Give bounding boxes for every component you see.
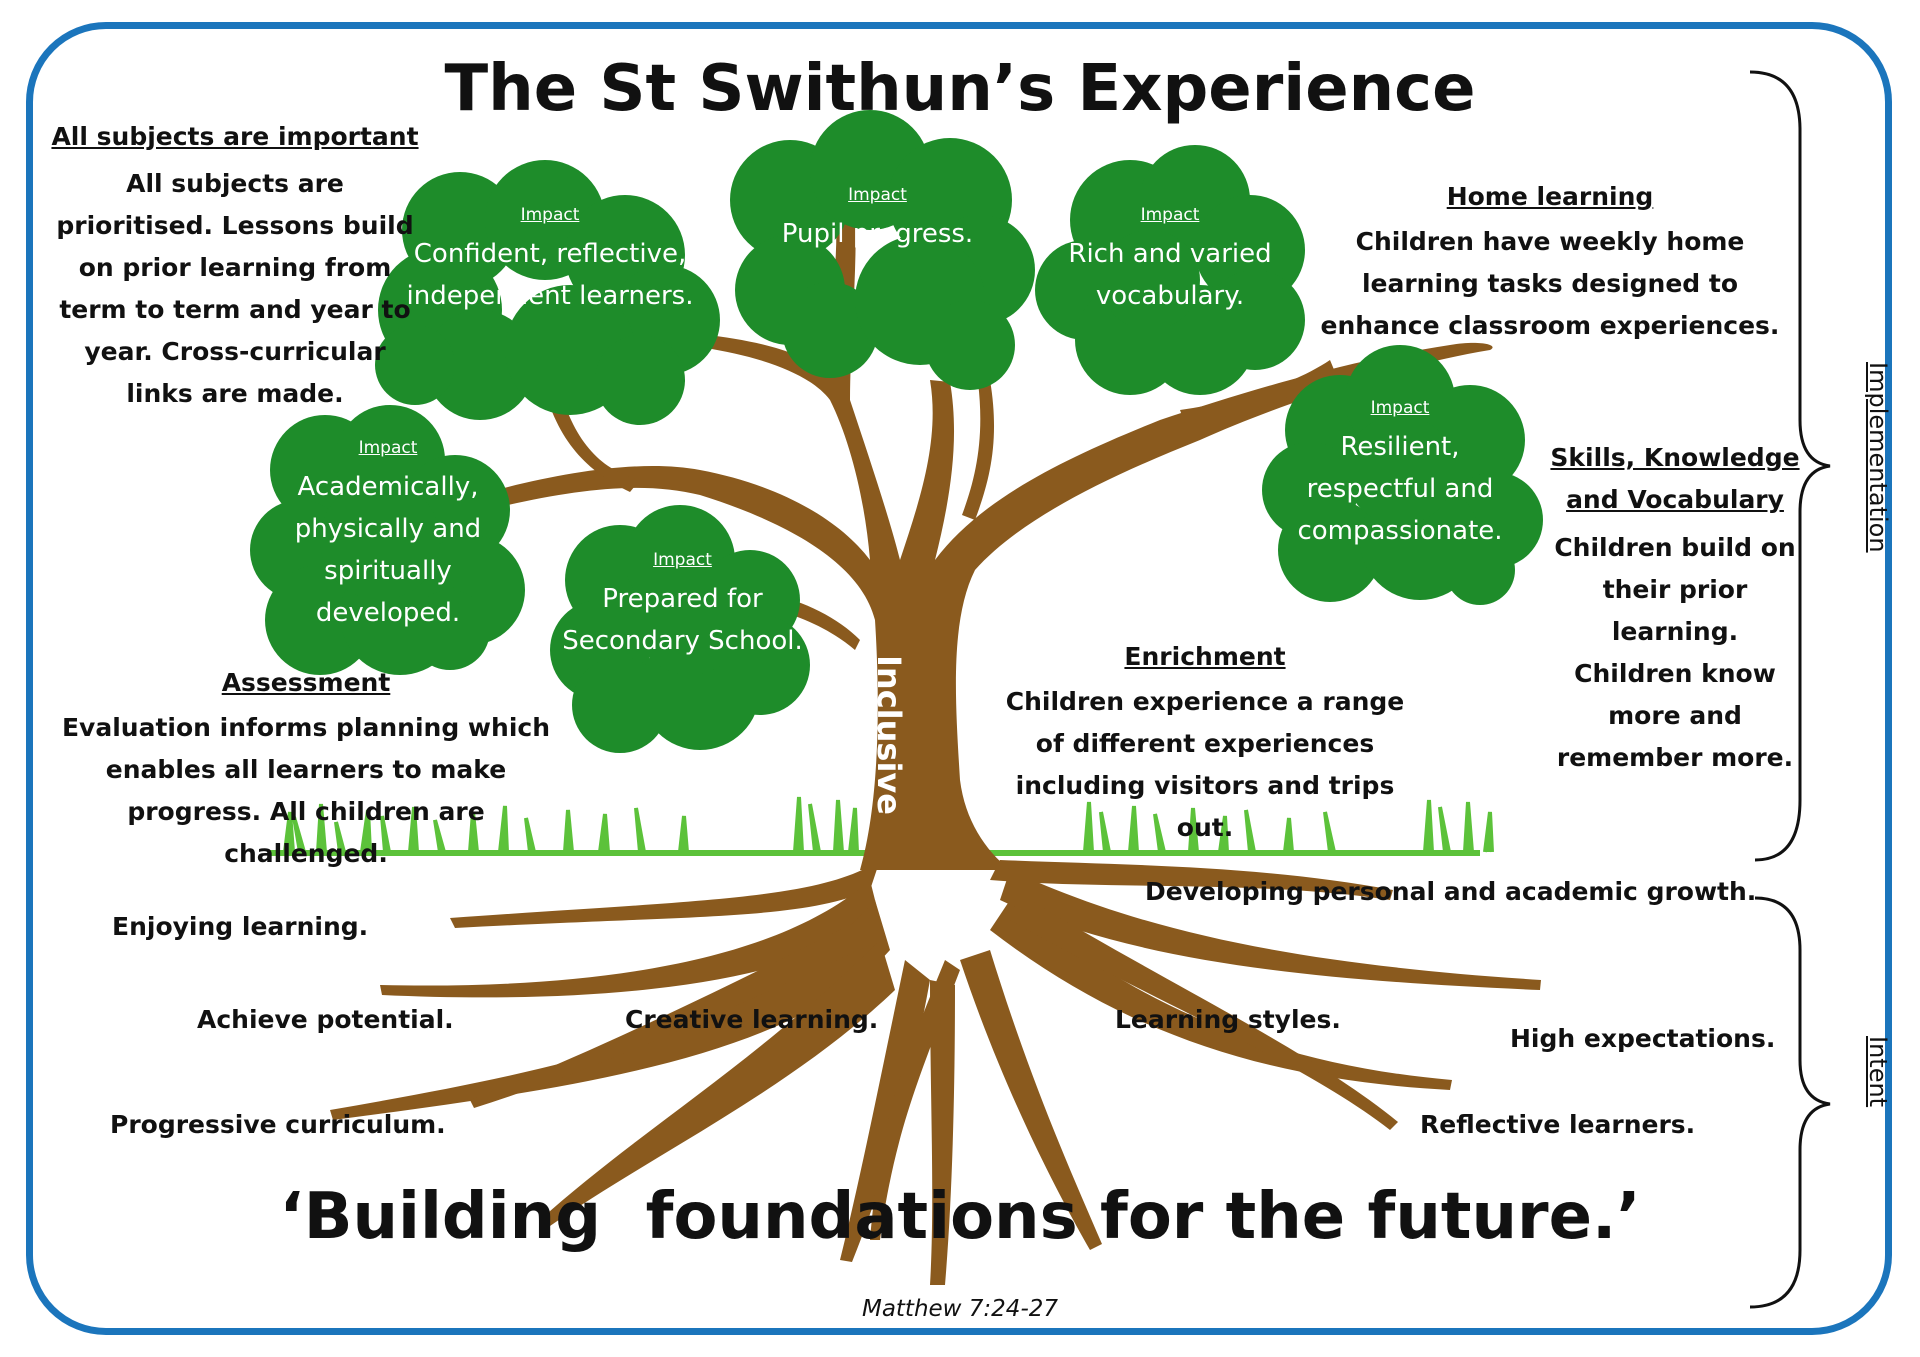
canopy-impact-label: Impact xyxy=(1370,398,1430,418)
canopy-blob-5 xyxy=(550,505,810,753)
canopy-confident: Impact Confident, reflective, independen… xyxy=(405,205,695,317)
brackets xyxy=(1749,70,1831,1309)
canopy-impact-label: Impact xyxy=(653,550,712,570)
section-heading: All subjects are important xyxy=(51,122,419,151)
canopy-text: Rich and varied vocabulary. xyxy=(1068,239,1272,311)
canopy-academically: Impact Academically, physically and spir… xyxy=(268,438,508,634)
page-frame xyxy=(26,22,1892,1335)
root-label-styles: Learning styles. xyxy=(1115,1005,1341,1034)
section-heading: Home learning xyxy=(1446,182,1654,211)
canopy-blob-6 xyxy=(1262,345,1543,605)
page-title: The St Swithun’s Experience xyxy=(444,52,1476,126)
section-body: Evaluation informs planning which enable… xyxy=(61,713,551,868)
canopy-blob-1 xyxy=(375,160,720,425)
section-heading: Assessment xyxy=(221,668,391,697)
root-label-potential: Achieve potential. xyxy=(197,1005,454,1034)
trunk-label: Inclusive xyxy=(870,655,908,815)
scripture-reference: Matthew 7:24-27 xyxy=(861,1296,1059,1322)
root-label-expectations: High expectations. xyxy=(1510,1024,1776,1053)
canopy-vocabulary: Impact Rich and varied vocabulary. xyxy=(1055,205,1285,317)
section-heading: Skills, Knowledge and Vocabulary xyxy=(1550,443,1800,514)
canopy-pupil-progress: Impact Pupil progress. xyxy=(755,185,1000,255)
canopy-text: Prepared for Secondary School. xyxy=(562,584,803,656)
section-body: Children experience a range of different… xyxy=(1005,687,1405,842)
canopy-text: Confident, reflective, independent learn… xyxy=(406,239,694,311)
canopy-text: Pupil progress. xyxy=(781,219,974,249)
root-label-reflective: Reflective learners. xyxy=(1420,1110,1696,1139)
root-label-creative: Creative learning. xyxy=(625,1005,879,1034)
canopy-blob-3 xyxy=(1035,145,1305,395)
section-skills: Skills, Knowledge and Vocabulary Childre… xyxy=(1540,437,1810,779)
canopy-blob-4 xyxy=(250,405,525,675)
section-body: Children build on their prior learning. … xyxy=(1554,533,1796,772)
section-home-learning: Home learning Children have weekly home … xyxy=(1310,182,1790,347)
root-label-enjoying: Enjoying learning. xyxy=(112,912,369,941)
canopy-impact-label: Impact xyxy=(520,205,580,225)
canopy-shapes xyxy=(250,110,1543,753)
canopy-secondary: Impact Prepared for Secondary School. xyxy=(560,550,805,662)
section-body: Children have weekly home learning tasks… xyxy=(1320,227,1780,340)
section-enrichment: Enrichment Children experience a range o… xyxy=(995,642,1415,849)
section-assessment: Assessment Evaluation informs planning w… xyxy=(52,668,560,875)
canopy-impact-label: Impact xyxy=(848,185,907,205)
section-body: All subjects are prioritised. Lessons bu… xyxy=(56,169,414,408)
section-heading: Enrichment xyxy=(1124,642,1286,671)
canopy-blob-2 xyxy=(730,110,1035,390)
motto: ‘Building foundations for the future.’ xyxy=(279,1180,1641,1254)
section-all-subjects: All subjects are important All subjects … xyxy=(40,122,430,415)
canopy-text: Resilient, respectful and compassionate. xyxy=(1297,432,1503,546)
implementation-label: Implementation xyxy=(1864,362,1892,553)
canopy-impact-label: Impact xyxy=(1140,205,1200,225)
canopy-resilient: Impact Resilient, respectful and compass… xyxy=(1280,398,1520,552)
canopy-text: Academically, physically and spiritually… xyxy=(294,472,482,628)
intent-label: Intent xyxy=(1864,1036,1892,1108)
roots xyxy=(330,860,1541,1285)
canopy-impact-label: Impact xyxy=(358,438,418,458)
root-label-growth: Developing personal and academic growth. xyxy=(1145,877,1757,906)
root-label-progressive: Progressive curriculum. xyxy=(110,1110,446,1139)
